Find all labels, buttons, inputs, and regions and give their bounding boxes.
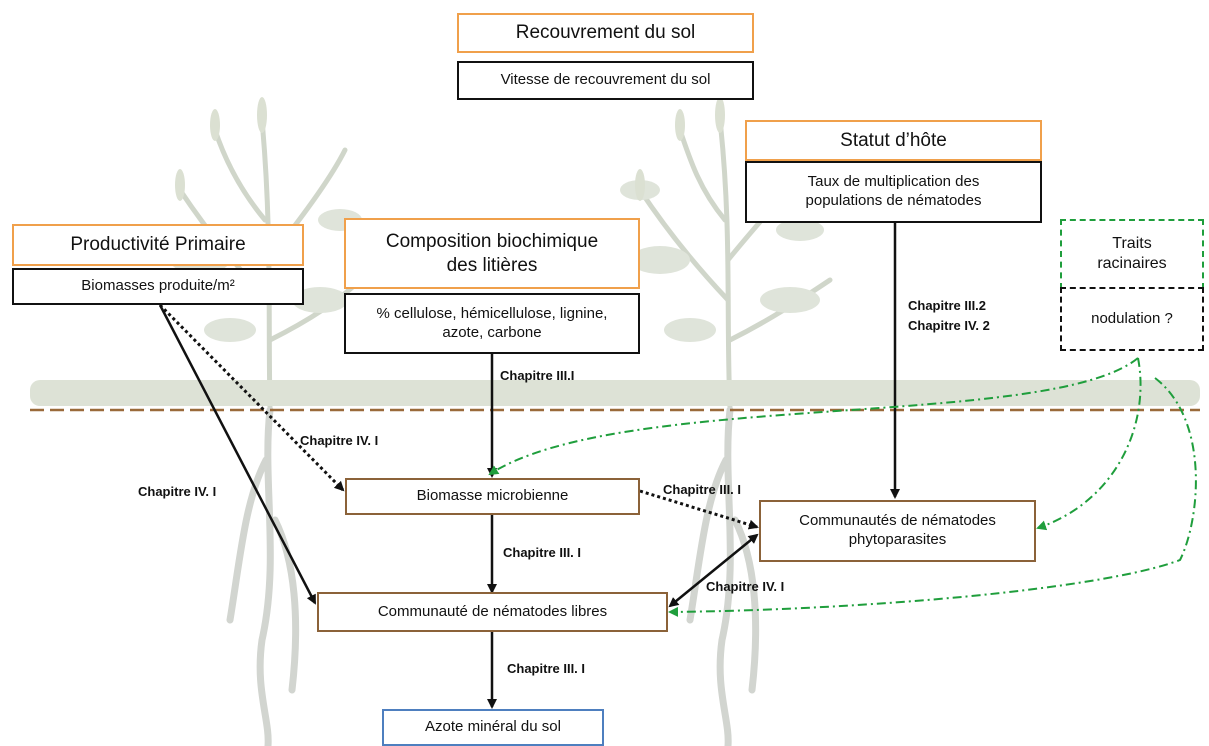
label-chapitre-iv-i-right: Chapitre IV. I xyxy=(706,579,785,594)
litter-layer xyxy=(30,380,1200,406)
green-link-to-phyto xyxy=(1036,357,1142,531)
box-composition-biochimique: Composition biochimique des litières xyxy=(344,218,640,289)
arrow-biomass-to-microbial-dotted xyxy=(158,303,345,492)
label-chapitre-iii-i-dotted: Chapitre III. I xyxy=(663,482,742,497)
green-link-to-free xyxy=(668,377,1197,617)
box-taux-multiplication: Taux de multiplication des populations d… xyxy=(745,161,1042,223)
arrow-free-phyto-bidirectional xyxy=(668,533,759,608)
label-chapitre-iv-i-dotted: Chapitre IV. I xyxy=(300,433,379,448)
box-biomasse-microbienne: Biomasse microbienne xyxy=(345,478,640,515)
box-statut-hote: Statut d’hôte xyxy=(745,120,1042,161)
label-chapitre-iii-i-bottom: Chapitre III. I xyxy=(507,661,586,676)
box-traits-racinaires: Traits racinaires xyxy=(1060,219,1204,289)
box-vitesse-recouvrement: Vitesse de recouvrement du sol xyxy=(457,61,754,100)
arrow-microbial-to-phyto-dotted xyxy=(639,489,759,530)
box-biomasses-produite: Biomasses produite/m² xyxy=(12,268,304,305)
label-chapitre-iii-i-mid: Chapitre III. I xyxy=(503,545,582,560)
label-chapitre-iii-2: Chapitre III.2 xyxy=(908,298,987,313)
arrow-biomass-to-free-nematodes xyxy=(158,304,317,605)
flower-spikes xyxy=(175,97,725,201)
green-link-to-microbial xyxy=(488,357,1139,476)
box-nematodes-libres: Communauté de nématodes libres xyxy=(317,592,668,632)
label-chapitre-iii-i-top: Chapitre III.I xyxy=(500,368,575,383)
box-nodulation: nodulation ? xyxy=(1060,287,1204,351)
label-chapitre-iv-i-left: Chapitre IV. I xyxy=(138,484,217,499)
box-azote-mineral: Azote minéral du sol xyxy=(382,709,604,746)
box-nematodes-phytoparasites: Communautés de nématodes phytoparasites xyxy=(759,500,1036,562)
label-chapitre-iv-2: Chapitre IV. 2 xyxy=(908,318,990,333)
box-recouvrement-du-sol: Recouvrement du sol xyxy=(457,13,754,53)
box-productivite-primaire: Productivité Primaire xyxy=(12,224,304,266)
box-cellulose-lignine: % cellulose, hémicellulose, lignine, azo… xyxy=(344,293,640,354)
roots xyxy=(226,406,760,746)
